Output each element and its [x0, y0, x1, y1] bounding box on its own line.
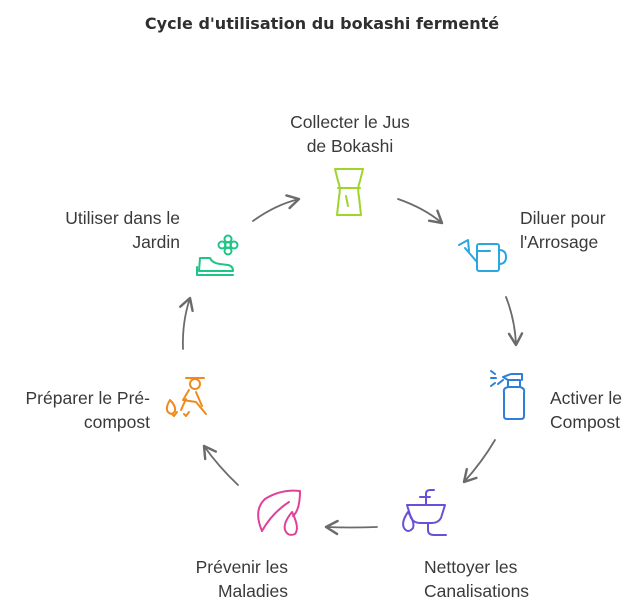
- arrow-clean-to-prevent: [324, 519, 378, 536]
- sink-icon: [402, 489, 447, 536]
- leaf-drop-icon: [257, 489, 301, 536]
- diagram-title: Cycle d'utilisation du bokashi fermenté: [144, 14, 500, 33]
- step-label-prepare: Préparer le Pré-compost: [25, 388, 151, 432]
- arrow-prevent-to-prepare: [202, 444, 239, 486]
- watering-can-icon: [458, 239, 507, 272]
- spray-bottle-icon: [490, 370, 526, 420]
- arrow-prepare-to-use: [179, 296, 194, 350]
- arrow-dilute-to-activate: [505, 296, 524, 347]
- flower-shoe-icon: [196, 234, 239, 276]
- glass-icon: [334, 168, 364, 216]
- arrow-collect-to-dilute: [397, 198, 444, 225]
- arrow-activate-to-clean: [462, 439, 496, 484]
- arrow-use-to-collect: [252, 194, 301, 222]
- gardener-icon: [165, 377, 207, 417]
